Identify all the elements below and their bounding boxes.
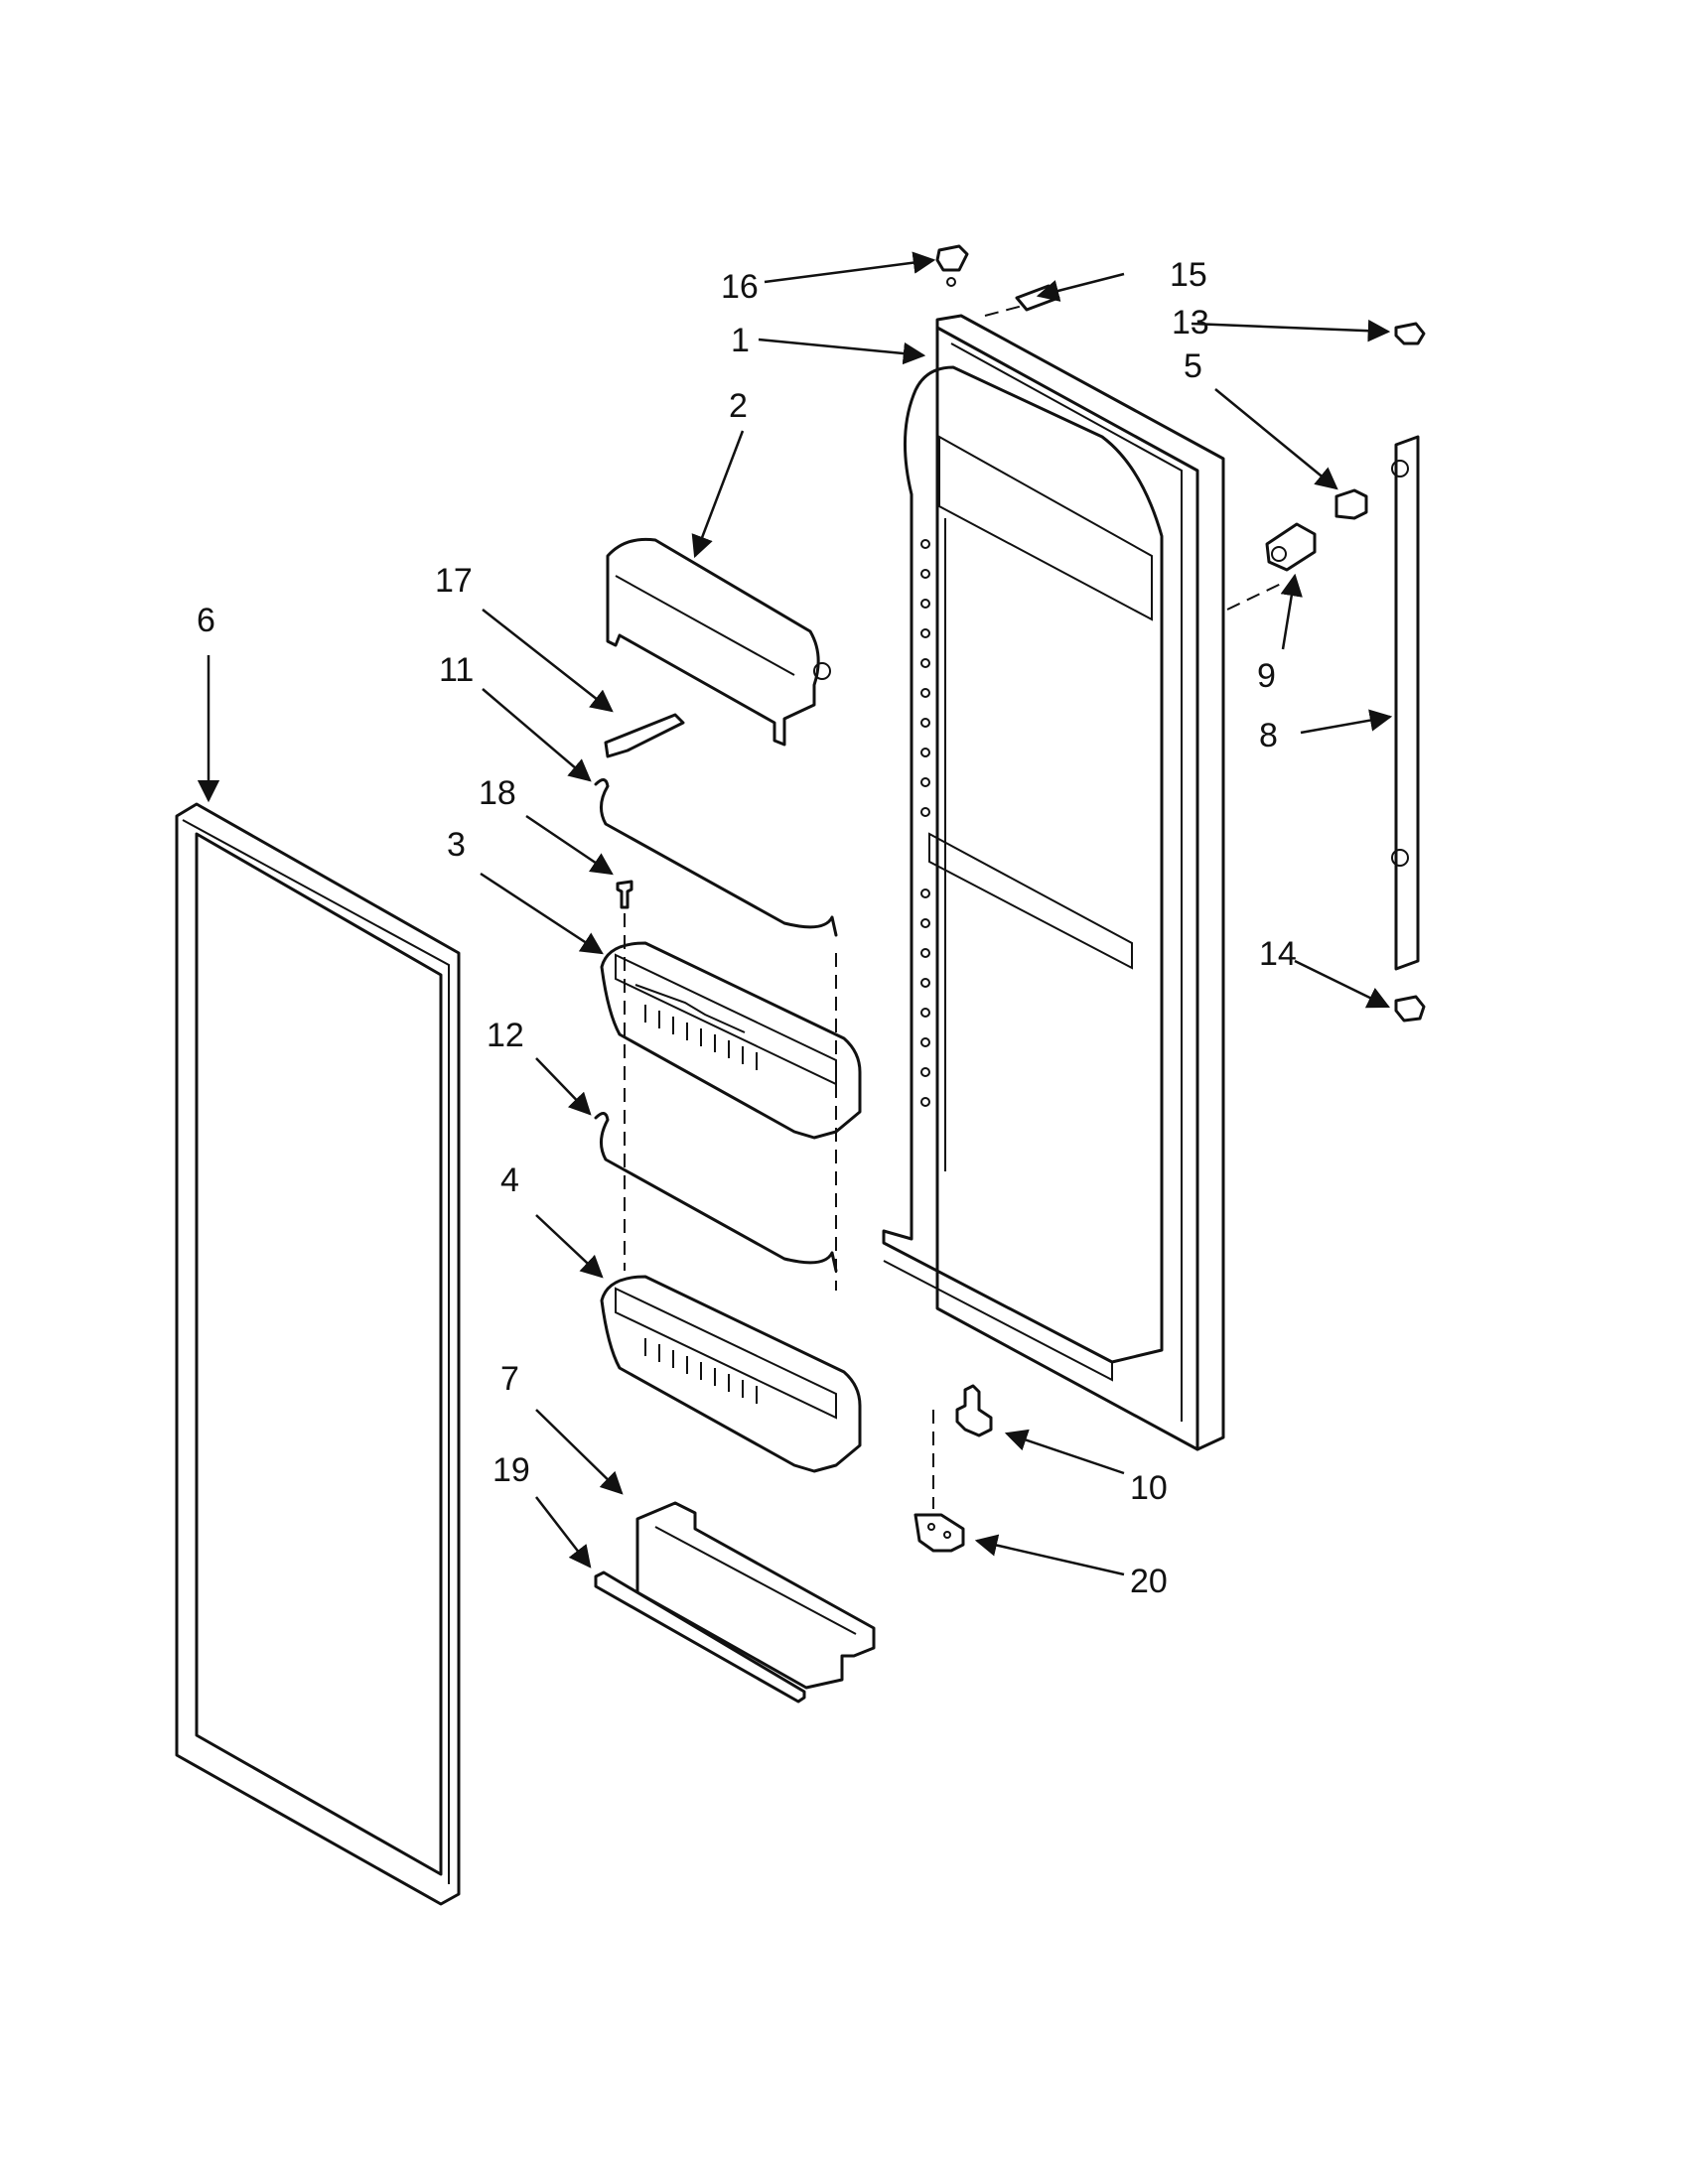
hinge-pin-part [955, 1384, 993, 1437]
assembly-lines [624, 297, 1282, 1509]
leader-4 [535, 1214, 604, 1279]
callout-14: 14 [1259, 935, 1297, 973]
bottom-bin-part [635, 1501, 876, 1690]
callout-13: 13 [1172, 304, 1209, 341]
leader-7 [535, 1409, 624, 1495]
callout-6: 6 [197, 602, 215, 639]
leader-10 [1004, 1429, 1125, 1475]
bin-lower-ribs [644, 1338, 758, 1404]
callout-15: 15 [1170, 256, 1207, 294]
leader-19 [535, 1496, 592, 1569]
callout-3: 3 [447, 826, 466, 864]
leader-14 [1294, 959, 1391, 1009]
leader-arrows [197, 251, 1393, 1576]
bin-upper-ribs [644, 1005, 758, 1070]
callout-12: 12 [487, 1017, 524, 1054]
clip-part [604, 713, 685, 758]
upper-end-cap-part [1394, 322, 1426, 345]
leader-13 [1191, 319, 1391, 342]
leader-11 [482, 688, 592, 782]
leader-3 [480, 872, 604, 955]
callout-10: 10 [1130, 1469, 1168, 1507]
leader-18 [525, 814, 614, 876]
callout-20: 20 [1130, 1563, 1168, 1600]
callout-7: 7 [500, 1360, 519, 1398]
label-part [1015, 284, 1060, 312]
screw-part [616, 880, 633, 909]
leader-16 [764, 251, 936, 284]
callout-labels: 1 2 3 4 5 6 7 8 9 10 11 12 13 14 15 16 1… [197, 256, 1297, 1600]
callout-2: 2 [729, 387, 748, 425]
hinge-bracket-part [913, 1513, 965, 1553]
leader-9 [1280, 573, 1303, 650]
plug-part [935, 244, 969, 287]
wire-retainer-upper-part [594, 778, 838, 937]
leader-15 [1036, 272, 1125, 302]
leader-8 [1300, 709, 1393, 735]
leader-20 [974, 1534, 1125, 1576]
leader-2 [691, 430, 745, 559]
trim-strip-part [594, 1570, 806, 1704]
callout-1: 1 [731, 322, 750, 359]
leader-5 [1214, 388, 1338, 490]
callout-17: 17 [435, 562, 473, 600]
dairy-cover-part [606, 537, 831, 747]
callout-11: 11 [439, 651, 474, 689]
lower-end-cap-part [1394, 995, 1426, 1023]
door-liner-part [882, 314, 1225, 1451]
spacer-part [1265, 522, 1317, 572]
liner-holes [920, 539, 930, 1107]
leader-12 [535, 1057, 592, 1116]
callout-8: 8 [1259, 717, 1278, 754]
callout-16: 16 [721, 268, 759, 306]
door-handle-part [1391, 435, 1420, 971]
callout-19: 19 [492, 1451, 530, 1489]
door-bin-upper-part [600, 941, 862, 1140]
callout-4: 4 [500, 1161, 519, 1199]
callout-18: 18 [479, 774, 516, 812]
handle-screw-part [1334, 488, 1368, 520]
wire-retainer-lower-part [594, 1112, 838, 1273]
callout-5: 5 [1184, 347, 1202, 385]
door-gasket-part [175, 802, 461, 1906]
callout-9: 9 [1257, 657, 1276, 695]
door-bin-lower-part [600, 1275, 862, 1473]
leader-1 [758, 338, 926, 365]
leader-17 [482, 609, 614, 713]
